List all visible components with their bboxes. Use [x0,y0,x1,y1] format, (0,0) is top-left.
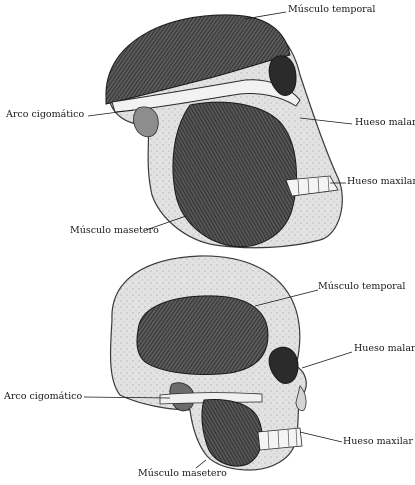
bottom-teeth [258,428,302,450]
label-bottom-hueso-maxilar: Hueso maxilar [343,437,413,447]
label-top-arco-cigomatico: Arco cigomático [6,110,84,120]
top-masseter-muscle [173,102,297,247]
top-ear-region [134,107,159,137]
label-top-musculo-masetero: Músculo masetero [70,226,159,236]
leader-bottom-maxilar [300,432,342,442]
label-top-hueso-malar: Hueso malar [355,118,415,128]
label-bottom-arco-cigomatico: Arco cigomático [4,392,82,402]
bottom-temporal-muscle [137,296,268,375]
label-top-musculo-temporal: Músculo temporal [288,5,375,15]
leader-top-temporal [245,12,286,19]
leader-bottom-malar [302,352,352,368]
label-top-hueso-maxilar: Hueso maxilar [347,177,415,187]
label-bottom-musculo-temporal: Músculo temporal [318,282,405,292]
leader-bottom-masetero [196,460,206,468]
label-bottom-hueso-malar: Hueso malar [354,344,415,354]
top-skull [106,15,342,248]
bottom-skull [110,256,306,470]
label-bottom-musculo-masetero: Músculo masetero [138,469,227,479]
